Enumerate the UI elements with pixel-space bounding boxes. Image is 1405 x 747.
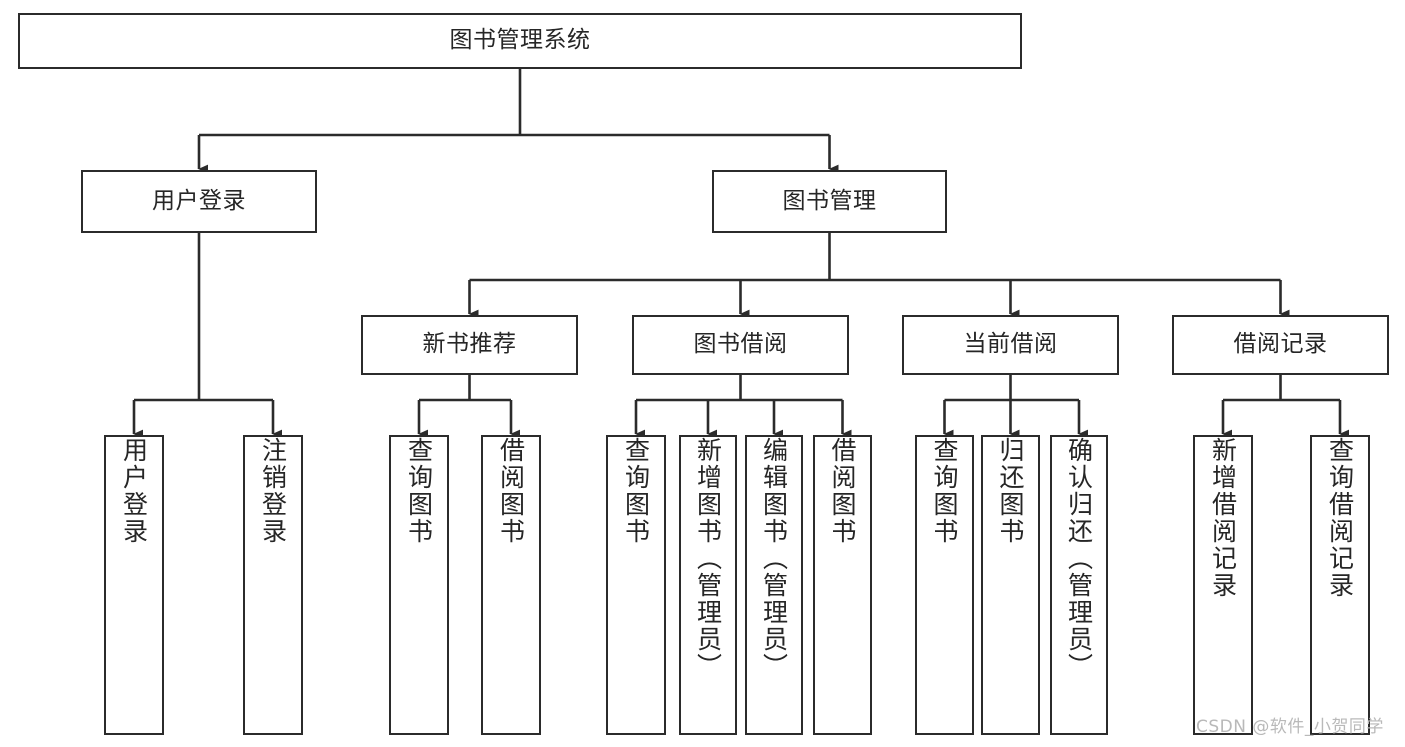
node-label: 图书管理 bbox=[782, 187, 877, 214]
node-leaf7[interactable]: 编辑图书（管理员） bbox=[745, 435, 803, 735]
node-leaf9[interactable]: 查询图书 bbox=[915, 435, 974, 735]
node-label: 图书借阅 bbox=[693, 331, 788, 358]
node-current[interactable]: 当前借阅 bbox=[902, 315, 1119, 375]
node-leaf8[interactable]: 借阅图书 bbox=[813, 435, 872, 735]
node-label: 确认归还（管理员） bbox=[1064, 437, 1094, 680]
node-label: 借阅记录 bbox=[1233, 331, 1328, 358]
node-label: 新增图书（管理员） bbox=[693, 437, 723, 680]
node-bookmgmt[interactable]: 图书管理 bbox=[712, 170, 947, 233]
node-newbook[interactable]: 新书推荐 bbox=[361, 315, 578, 375]
node-leaf12[interactable]: 新增借阅记录 bbox=[1193, 435, 1253, 735]
node-records[interactable]: 借阅记录 bbox=[1172, 315, 1389, 375]
node-label: 用户登录 bbox=[119, 437, 149, 545]
node-label: 注销登录 bbox=[258, 437, 288, 545]
node-label: 编辑图书（管理员） bbox=[759, 437, 789, 680]
node-leaf2[interactable]: 注销登录 bbox=[243, 435, 303, 735]
node-leaf3[interactable]: 查询图书 bbox=[389, 435, 449, 735]
node-label: 归还图书 bbox=[996, 437, 1025, 545]
node-label: 查询图书 bbox=[930, 437, 959, 545]
node-root[interactable]: 图书管理系统 bbox=[18, 13, 1022, 69]
node-label: 查询借阅记录 bbox=[1325, 437, 1355, 599]
node-leaf10[interactable]: 归还图书 bbox=[981, 435, 1040, 735]
node-leaf1[interactable]: 用户登录 bbox=[104, 435, 164, 735]
node-label: 查询图书 bbox=[404, 437, 434, 545]
node-borrow[interactable]: 图书借阅 bbox=[632, 315, 849, 375]
node-label: 新增借阅记录 bbox=[1208, 437, 1238, 599]
node-label: 新书推荐 bbox=[422, 331, 517, 358]
node-label: 用户登录 bbox=[152, 187, 246, 214]
csdn-watermark: CSDN @软件_小贺同学 bbox=[1196, 717, 1384, 737]
node-leaf11[interactable]: 确认归还（管理员） bbox=[1050, 435, 1108, 735]
node-leaf13[interactable]: 查询借阅记录 bbox=[1310, 435, 1370, 735]
node-leaf6[interactable]: 新增图书（管理员） bbox=[679, 435, 737, 735]
node-label: 借阅图书 bbox=[828, 437, 857, 545]
node-login[interactable]: 用户登录 bbox=[81, 170, 317, 233]
node-label: 借阅图书 bbox=[496, 437, 526, 545]
node-label: 当前借阅 bbox=[963, 331, 1058, 358]
node-label: 查询图书 bbox=[621, 437, 651, 545]
node-label: 图书管理系统 bbox=[449, 27, 591, 54]
node-leaf5[interactable]: 查询图书 bbox=[606, 435, 666, 735]
node-leaf4[interactable]: 借阅图书 bbox=[481, 435, 541, 735]
